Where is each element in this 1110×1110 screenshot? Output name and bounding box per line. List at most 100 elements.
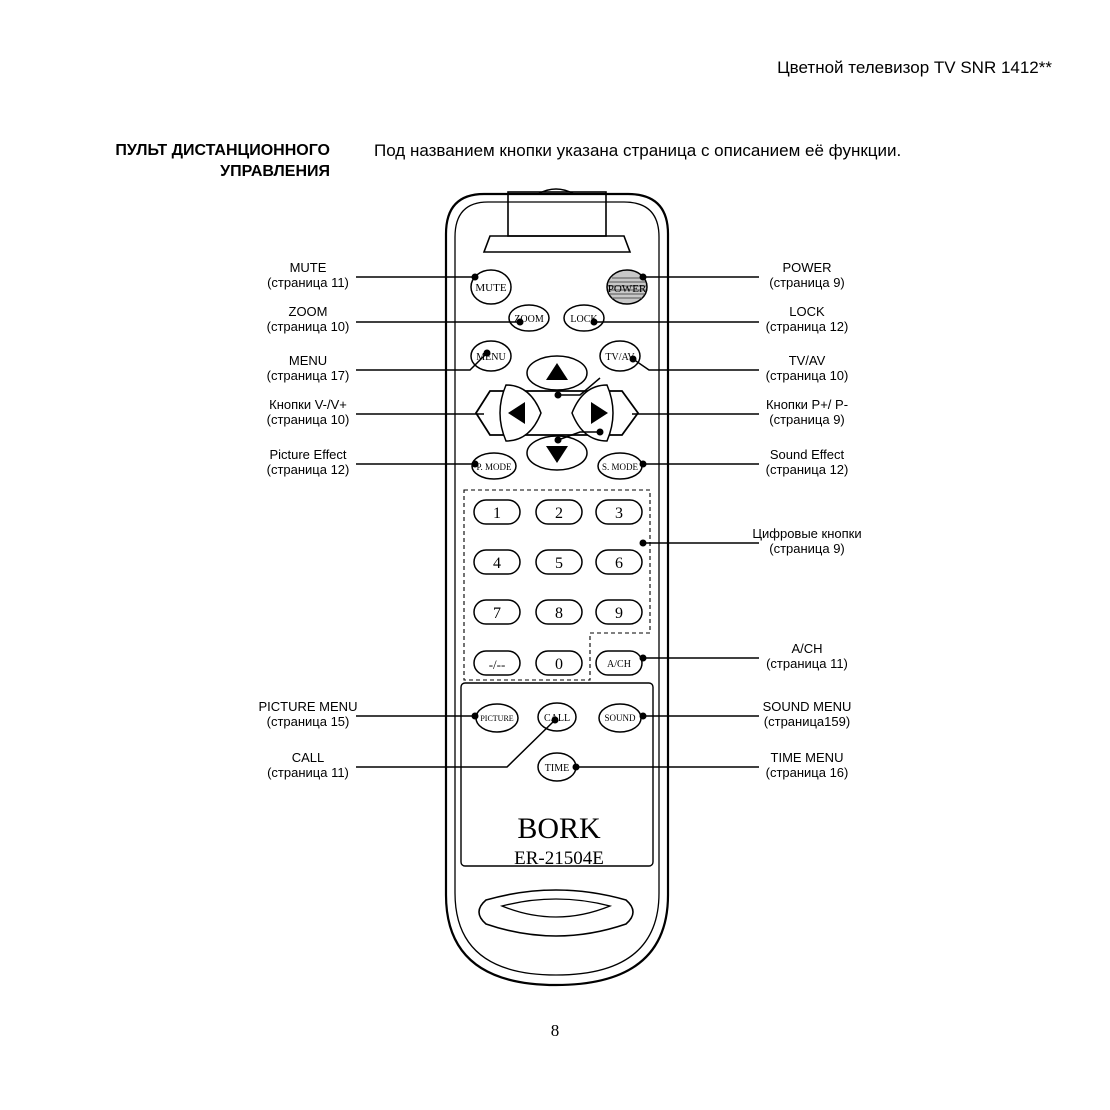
label-menu-name: MENU: [289, 353, 327, 368]
pmode-button[interactable]: P. MODE: [471, 452, 517, 480]
mute-button[interactable]: MUTE: [470, 269, 512, 305]
label-tvav-name: TV/AV: [789, 353, 826, 368]
digit-6-label: 6: [615, 555, 623, 572]
time-button[interactable]: TIME: [537, 752, 577, 782]
arrow-right-icon: [591, 402, 608, 424]
tvav-button[interactable]: TV/AV: [599, 340, 641, 372]
page-number: 8: [550, 1021, 560, 1040]
label-ach-name: A/CH: [791, 641, 822, 656]
lock-button-label: LOCK: [570, 314, 598, 325]
digit-7-label: 7: [493, 605, 501, 622]
label-menu-page: (страница 17): [267, 368, 350, 383]
smode-button[interactable]: S. MODE: [597, 452, 643, 480]
picture-button[interactable]: PICTURE: [475, 703, 519, 733]
remote-model: ER-21504E: [514, 848, 604, 869]
remote-body: [444, 188, 670, 987]
label-lock-name: LOCK: [789, 304, 825, 319]
picture-button-label: PICTURE: [480, 714, 513, 723]
left-labels: MUTE (страница 11) ZOOM (страница 10) ME…: [259, 260, 358, 780]
digit-0-button[interactable]: 0: [535, 650, 583, 676]
power-button-label: POWER: [608, 283, 647, 295]
label-time-menu-name: TIME MENU: [771, 750, 844, 765]
remote-brand: BORK: [517, 812, 601, 845]
label-mute-name: MUTE: [290, 260, 327, 275]
zoom-button-label: ZOOM: [514, 314, 544, 325]
label-lock-page: (страница 12): [766, 319, 849, 334]
menu-button[interactable]: MENU: [470, 340, 512, 372]
digit-3-label: 3: [615, 505, 623, 522]
arrow-left-icon: [508, 402, 525, 424]
section-title-line2: УПРАВЛЕНИЯ: [220, 163, 330, 180]
digit-3-button[interactable]: 3: [595, 499, 643, 525]
ach-button[interactable]: A/CH: [595, 650, 643, 676]
label-picture-menu-page: (страница 15): [267, 714, 350, 729]
digit-8-button[interactable]: 8: [535, 599, 583, 625]
label-program-name: Кнопки P+/ P-: [766, 397, 848, 412]
label-sound-effect-name: Sound Effect: [770, 447, 845, 462]
tvav-button-label: TV/AV: [605, 352, 635, 363]
ach-button-label: A/CH: [607, 659, 631, 670]
digit-4-label: 4: [493, 555, 501, 572]
mute-button-label: MUTE: [475, 282, 506, 294]
call-button[interactable]: CALL: [537, 702, 577, 732]
digit-4-button[interactable]: 4: [473, 549, 521, 575]
arrow-up-icon: [546, 363, 568, 380]
right-labels: POWER (страница 9) LOCK (страница 12) TV…: [752, 260, 861, 780]
label-sound-effect-page: (страница 12): [766, 462, 849, 477]
callout-dots: [471, 273, 647, 771]
label-mute-page: (страница 11): [267, 275, 349, 290]
label-call-page: (страница 11): [267, 765, 349, 780]
label-power-page: (страница 9): [769, 275, 845, 290]
label-volume-page: (страница 10): [267, 412, 350, 427]
smode-button-label: S. MODE: [602, 462, 639, 472]
digit-9-label: 9: [615, 605, 623, 622]
pmode-button-label: P. MODE: [476, 462, 512, 472]
digit-2-label: 2: [555, 505, 563, 522]
sound-button-label: SOUND: [604, 713, 636, 723]
label-power-name: POWER: [782, 260, 831, 275]
down-button[interactable]: [526, 435, 588, 471]
up-button[interactable]: [526, 355, 588, 391]
label-tvav-page: (страница 10): [766, 368, 849, 383]
label-volume-name: Кнопки V-/V+: [269, 397, 347, 412]
section-title: ПУЛЬТ ДИСТАНЦИОННОГО УПРАВЛЕНИЯ: [80, 140, 330, 182]
label-digits-name: Цифровые кнопки: [752, 526, 861, 541]
digit-5-button[interactable]: 5: [535, 549, 583, 575]
digit-1-button[interactable]: 1: [473, 499, 521, 525]
zoom-button[interactable]: ZOOM: [508, 304, 550, 332]
digit-9-button[interactable]: 9: [595, 599, 643, 625]
dash-button-label: -/--: [489, 657, 506, 672]
label-ach-page: (страница 11): [766, 656, 848, 671]
label-sound-menu-page: (страница159): [764, 714, 850, 729]
digit-6-button[interactable]: 6: [595, 549, 643, 575]
intro-text: Под названием кнопки указана страница с …: [374, 141, 902, 160]
label-time-menu-page: (страница 16): [766, 765, 849, 780]
menu-button-label: MENU: [476, 352, 506, 363]
direction-pad: [474, 355, 640, 471]
digit-5-label: 5: [555, 555, 563, 572]
sound-button[interactable]: SOUND: [598, 703, 642, 733]
volume-down-button[interactable]: [499, 384, 542, 442]
callout-lines: [356, 276, 759, 768]
power-button[interactable]: POWER: [606, 269, 648, 305]
label-zoom-name: ZOOM: [289, 304, 328, 319]
section-title-line1: ПУЛЬТ ДИСТАНЦИОННОГО: [115, 142, 330, 159]
label-sound-menu-name: SOUND MENU: [763, 699, 852, 714]
arrow-down-icon: [546, 446, 568, 463]
dash-button[interactable]: -/--: [473, 650, 521, 676]
document-header: Цветной телевизор TV SNR 1412**: [777, 58, 1052, 77]
lock-button[interactable]: LOCK: [563, 304, 605, 332]
label-zoom-page: (страница 10): [267, 319, 350, 334]
label-program-page: (страница 9): [769, 412, 845, 427]
label-picture-effect-page: (страница 12): [267, 462, 350, 477]
time-button-label: TIME: [545, 763, 569, 774]
digit-7-button[interactable]: 7: [473, 599, 521, 625]
volume-up-button[interactable]: [571, 384, 614, 442]
digit-2-button[interactable]: 2: [535, 499, 583, 525]
digit-8-label: 8: [555, 605, 563, 622]
label-call-name: CALL: [292, 750, 325, 765]
label-picture-menu-name: PICTURE MENU: [259, 699, 358, 714]
digit-1-label: 1: [493, 505, 501, 522]
digit-0-label: 0: [555, 656, 563, 673]
